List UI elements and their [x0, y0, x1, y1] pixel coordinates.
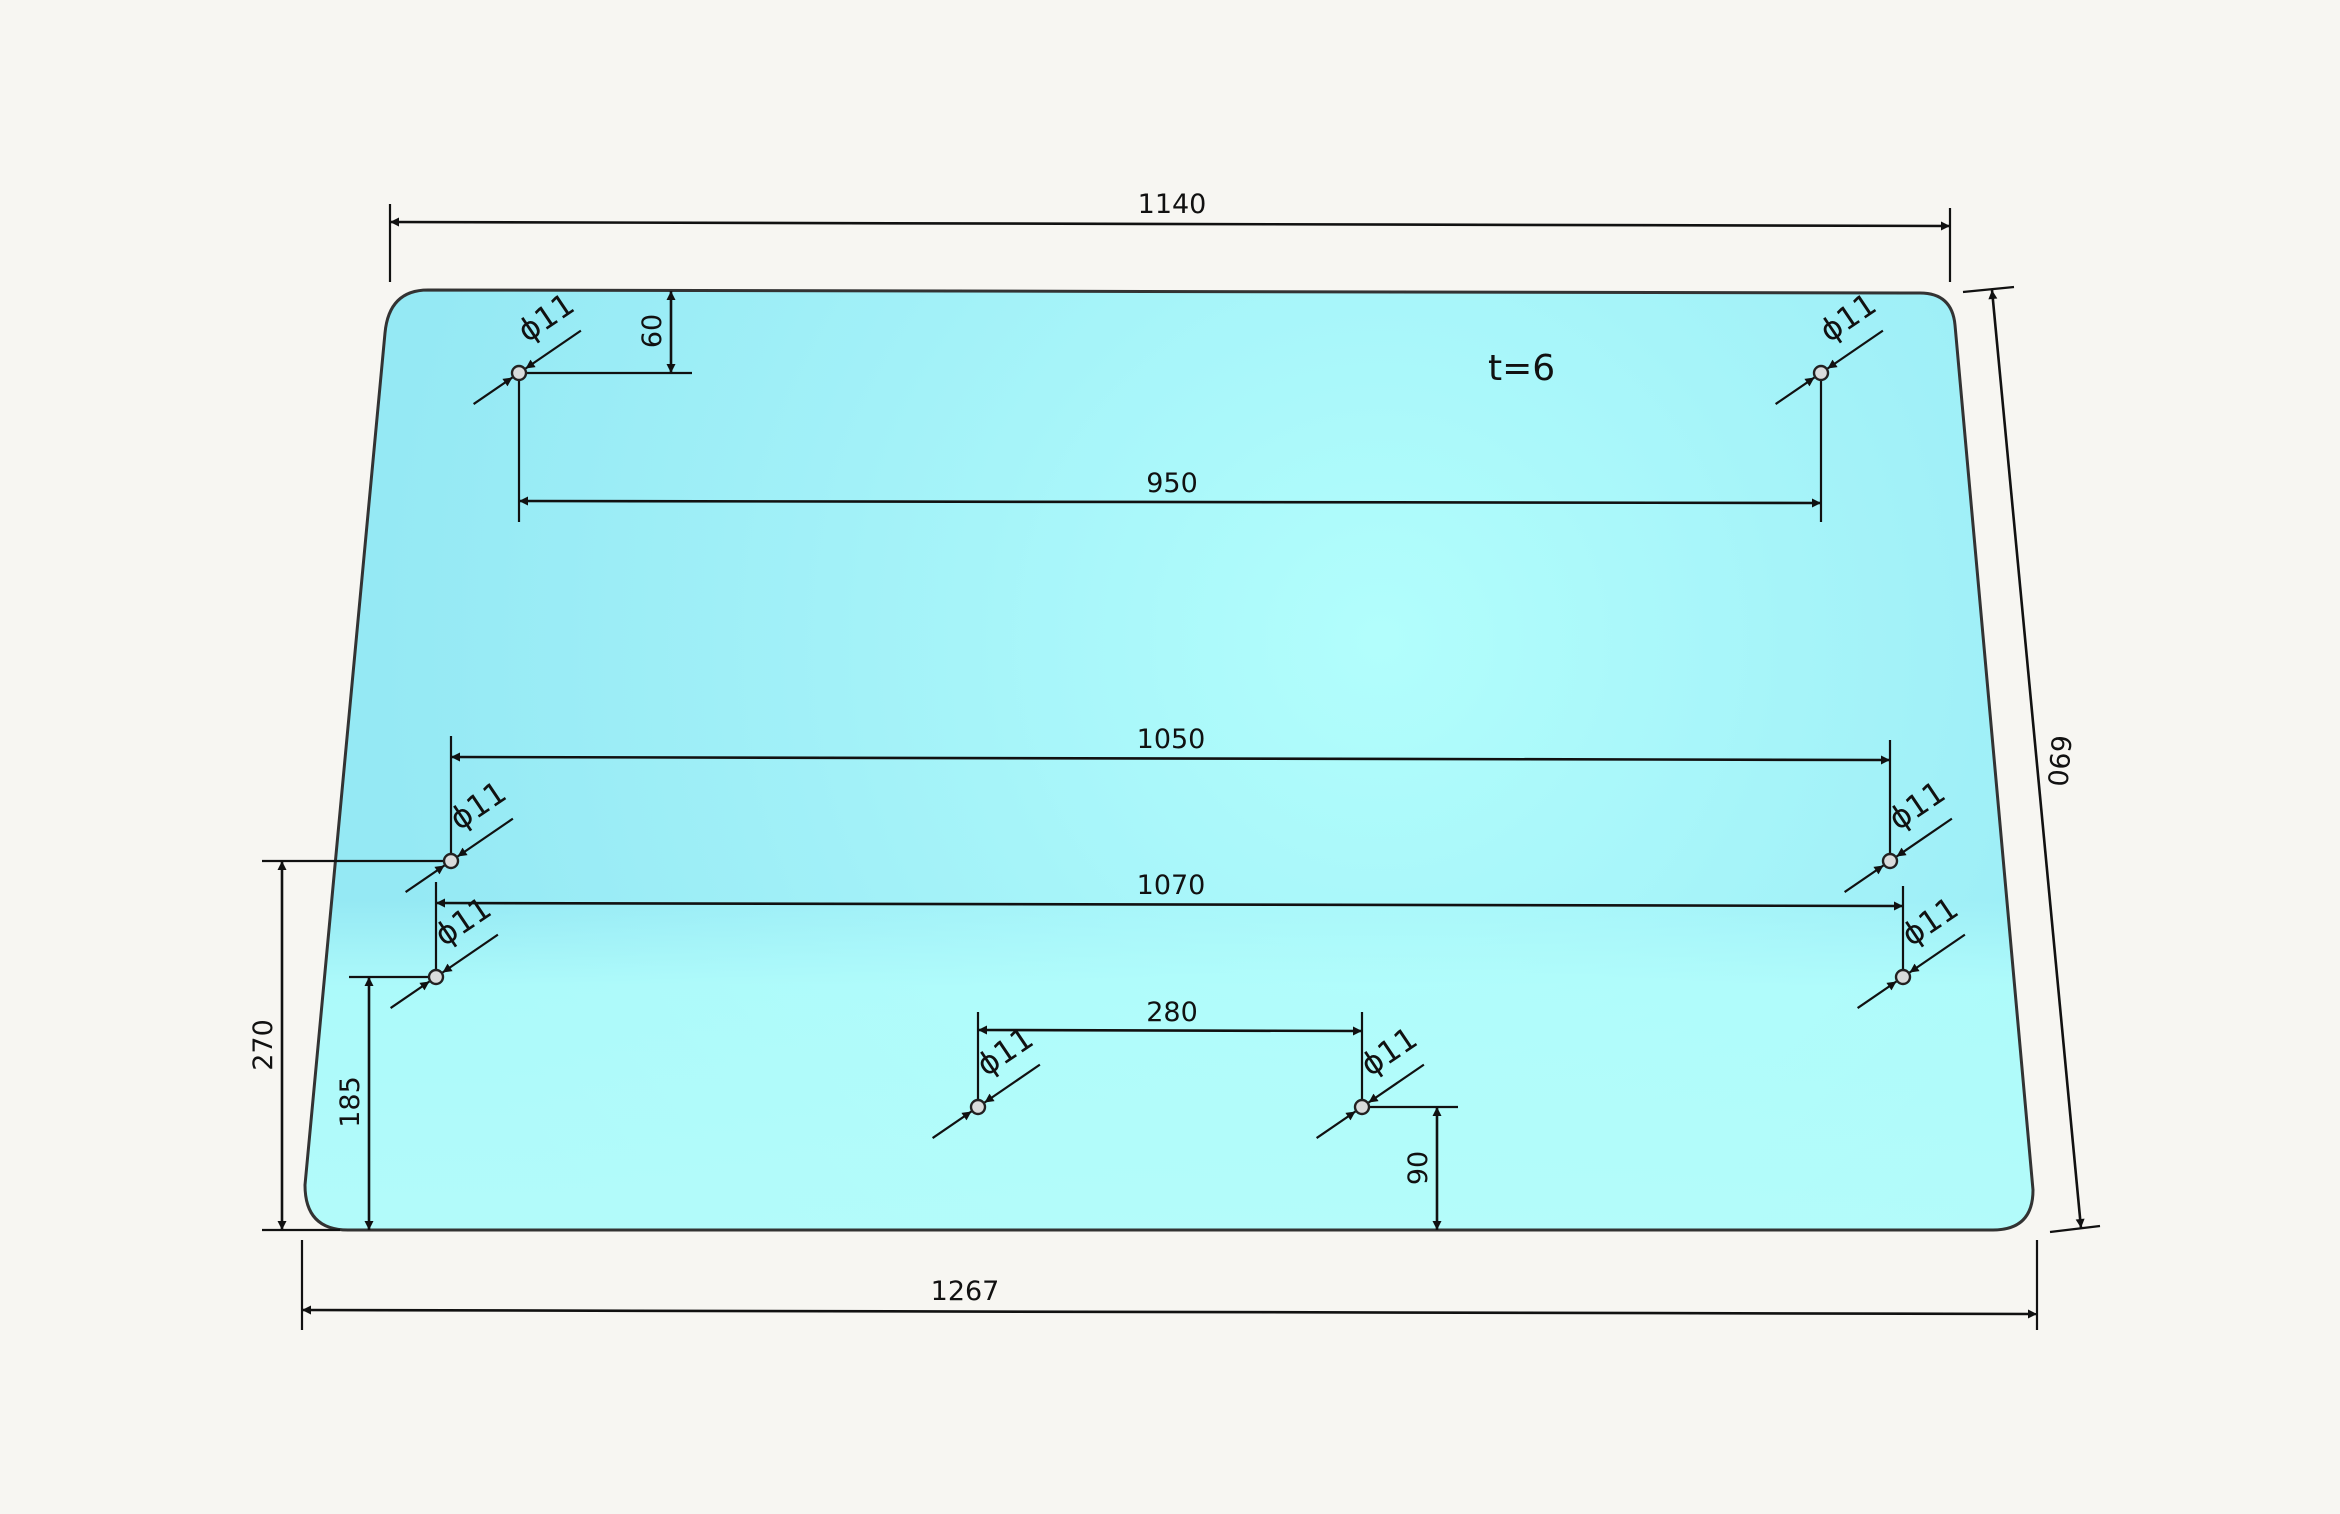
thickness-note: t=6 [1488, 348, 1555, 389]
hole-leader [1908, 933, 1966, 974]
dimension-height: 690 [1962, 285, 2101, 1234]
hole-circle [1812, 364, 1830, 382]
dimension-top-holes-spacing-label: 950 [1146, 468, 1198, 499]
dimension-bottom-holes-spacing-label: 280 [1146, 997, 1198, 1028]
dimension-bottom-hole-height: 90 [1362, 1105, 1458, 1230]
dimension-upper-side-hole-height: 270 [248, 859, 450, 1232]
hole-leader [524, 329, 582, 370]
dimension-upper-side-holes-spacing-label: 1050 [1137, 724, 1206, 755]
dimension-bottom-width-label: 1267 [931, 1276, 1000, 1307]
hole-leader [983, 1063, 1041, 1104]
dimension-top-width-label: 1140 [1138, 189, 1207, 220]
dimension-lower-side-hole-height-label: 185 [335, 1076, 366, 1128]
dimension-upper-side-hole-height-label: 270 [248, 1019, 279, 1071]
hole-circle [969, 1098, 987, 1116]
dimension-upper-side-holes-spacing: 1050 [449, 724, 1892, 860]
hole-leader [1367, 1063, 1425, 1104]
dimension-bottom-width: 1267 [300, 1240, 2039, 1330]
hole-leader [404, 864, 446, 893]
hole-leader [1895, 817, 1953, 858]
hole-leader [1315, 1110, 1357, 1139]
hole-leader [441, 933, 499, 974]
hole-circle [1881, 852, 1899, 870]
dimension-height-label: 690 [2041, 734, 2076, 788]
hole-leader [1856, 980, 1898, 1009]
hole-circle [442, 852, 460, 870]
glass-panel [303, 288, 2035, 1232]
dimension-top-holes-spacing: 950 [517, 375, 1823, 522]
dimension-bottom-holes-spacing: 280 [976, 997, 1364, 1105]
hole-circle [1894, 968, 1912, 986]
dimension-top-hole-offset-label: 60 [637, 314, 668, 348]
hole-leader [472, 376, 514, 405]
hole-circle [510, 364, 528, 382]
dimension-lower-side-holes-spacing-label: 1070 [1137, 870, 1206, 901]
dimension-bottom-hole-height-label: 90 [1403, 1151, 1434, 1185]
dimension-top-hole-offset: 60 [526, 291, 692, 375]
hole-circle [1353, 1098, 1371, 1116]
dimension-lower-side-holes-spacing: 1070 [434, 870, 1905, 977]
dimension-lower-side-hole-height: 185 [335, 975, 435, 1230]
dimension-top-width: 1140 [388, 189, 1952, 282]
hole-leader [1826, 329, 1884, 370]
hole-circle [427, 968, 445, 986]
hole-leader [456, 817, 514, 858]
hole-leader [931, 1110, 973, 1139]
hole-leader [1774, 376, 1816, 405]
hole-leader [1843, 864, 1885, 893]
hole-leader [389, 980, 431, 1009]
